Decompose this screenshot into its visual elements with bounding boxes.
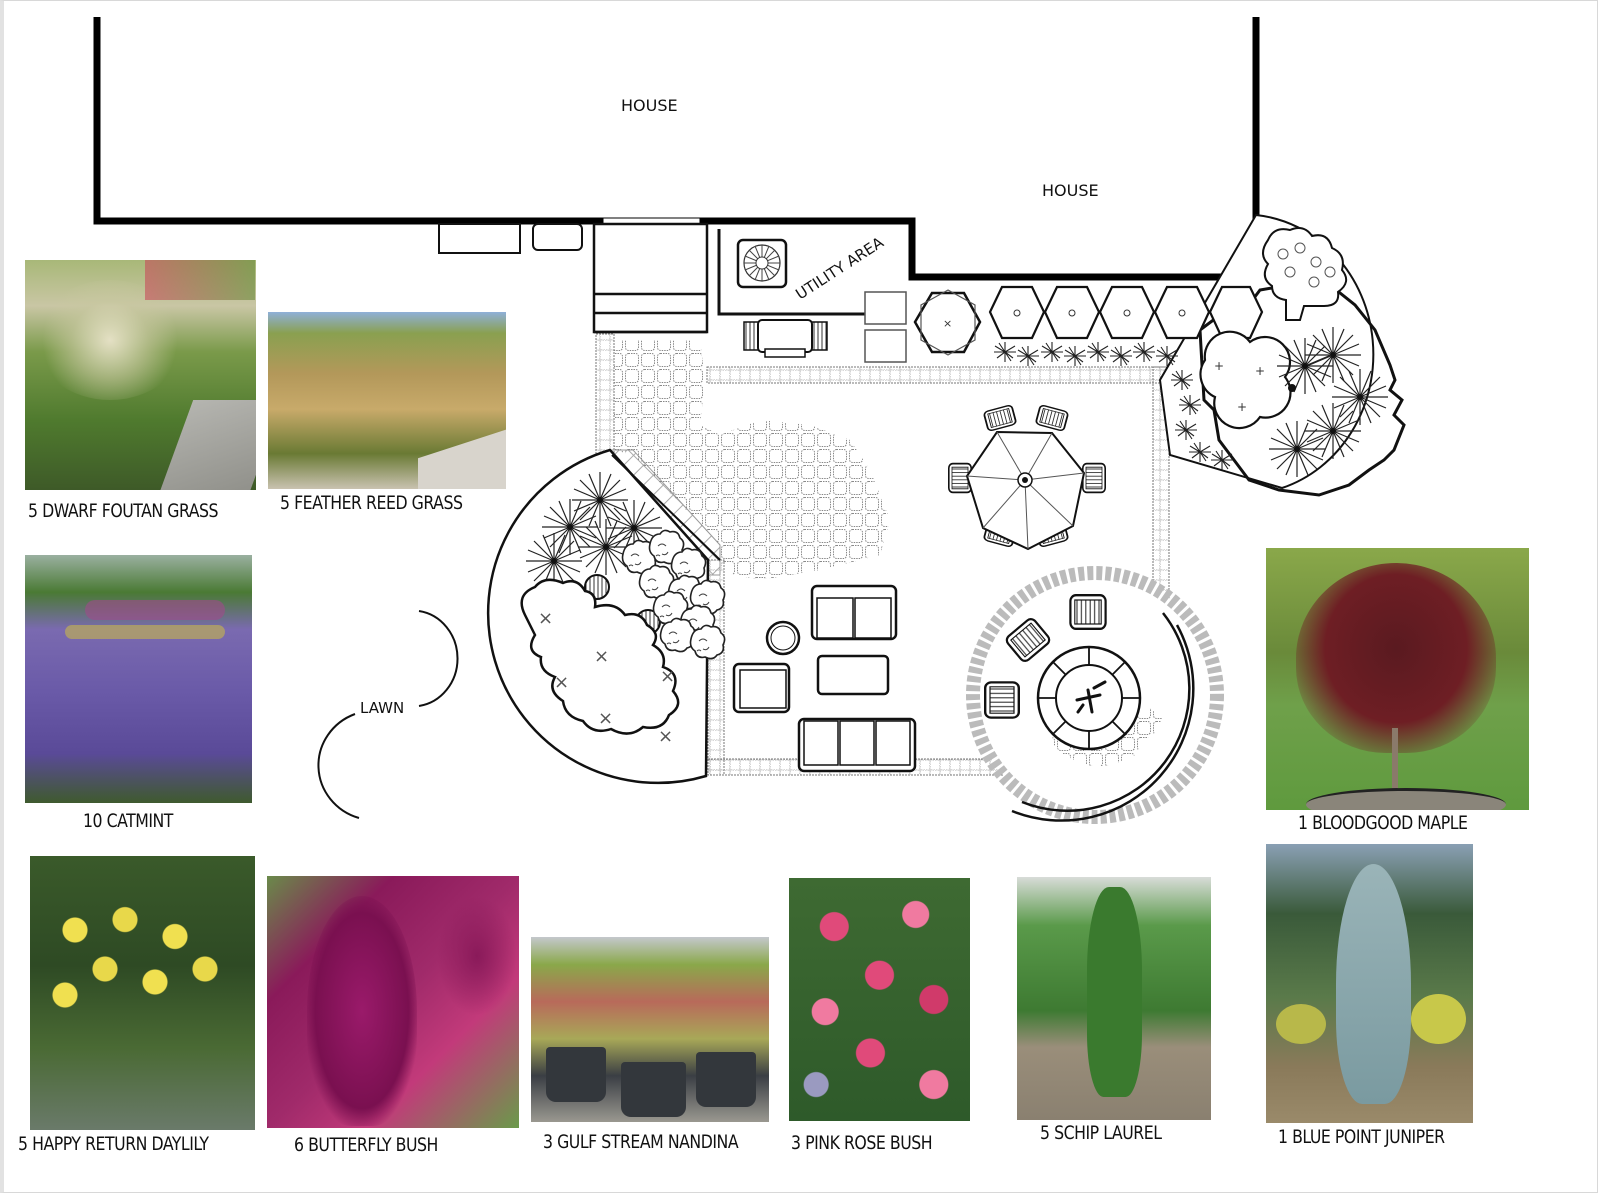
photo-bloodgood-maple <box>1266 548 1529 810</box>
svg-text:+: + <box>1214 359 1224 373</box>
plant-label-bloodgood-maple: 1 BLOODGOOD MAPLE <box>1298 812 1468 834</box>
house-label-1: HOUSE <box>621 96 678 115</box>
dining-table-umbrella <box>947 403 1107 551</box>
lawn-label: LAWN <box>360 699 404 717</box>
plant-label-feather-reed-grass: 5 FEATHER REED GRASS <box>280 492 463 514</box>
house-label-2: HOUSE <box>1042 181 1099 200</box>
photo-happy-return-daylily <box>30 856 255 1130</box>
svg-text:×: × <box>594 646 609 667</box>
left-planting-bed: × × × × × × <box>486 448 726 785</box>
svg-text:×: × <box>943 317 952 330</box>
utility-area: × <box>717 229 982 363</box>
plant-label-blue-point-juniper: 1 BLUE POINT JUNIPER <box>1278 1126 1445 1148</box>
plant-label-happy-return-daylily: 5 HAPPY RETURN DAYLILY <box>18 1133 209 1155</box>
svg-text:×: × <box>658 726 673 747</box>
photo-pink-rose-bush <box>789 878 970 1121</box>
svg-text:×: × <box>538 608 553 629</box>
fire-pit-area <box>966 566 1224 824</box>
plant-label-butterfly-bush: 6 BUTTERFLY BUSH <box>294 1134 438 1156</box>
photo-schip-laurel <box>1017 877 1211 1120</box>
plant-label-catmint: 10 CATMINT <box>83 810 173 832</box>
photo-dwarf-fountain-grass <box>25 260 256 490</box>
photo-catmint <box>25 555 252 803</box>
svg-text:+: + <box>1237 400 1247 414</box>
lawn-area <box>317 610 459 819</box>
photo-gulf-stream-nandina <box>531 937 769 1122</box>
house-outline <box>93 17 1260 334</box>
plant-label-dwarf-fountain-grass: 5 DWARF FOUTAN GRASS <box>28 500 219 522</box>
plant-label-gulf-stream-nandina: 3 GULF STREAM NANDINA <box>543 1131 739 1153</box>
right-planting-bed: + + + <box>988 213 1406 497</box>
plant-label-schip-laurel: 5 SCHIP LAUREL <box>1040 1122 1162 1144</box>
photo-feather-reed-grass <box>268 312 506 489</box>
svg-text:×: × <box>598 708 613 729</box>
photo-butterfly-bush <box>267 876 519 1128</box>
lounge-furniture <box>732 584 917 773</box>
svg-text:+: + <box>1255 364 1265 378</box>
svg-text:×: × <box>660 666 675 687</box>
photo-blue-point-juniper <box>1266 844 1473 1123</box>
svg-text:×: × <box>554 672 569 693</box>
plant-label-pink-rose-bush: 3 PINK ROSE BUSH <box>791 1132 933 1154</box>
paver-patio <box>614 340 890 580</box>
